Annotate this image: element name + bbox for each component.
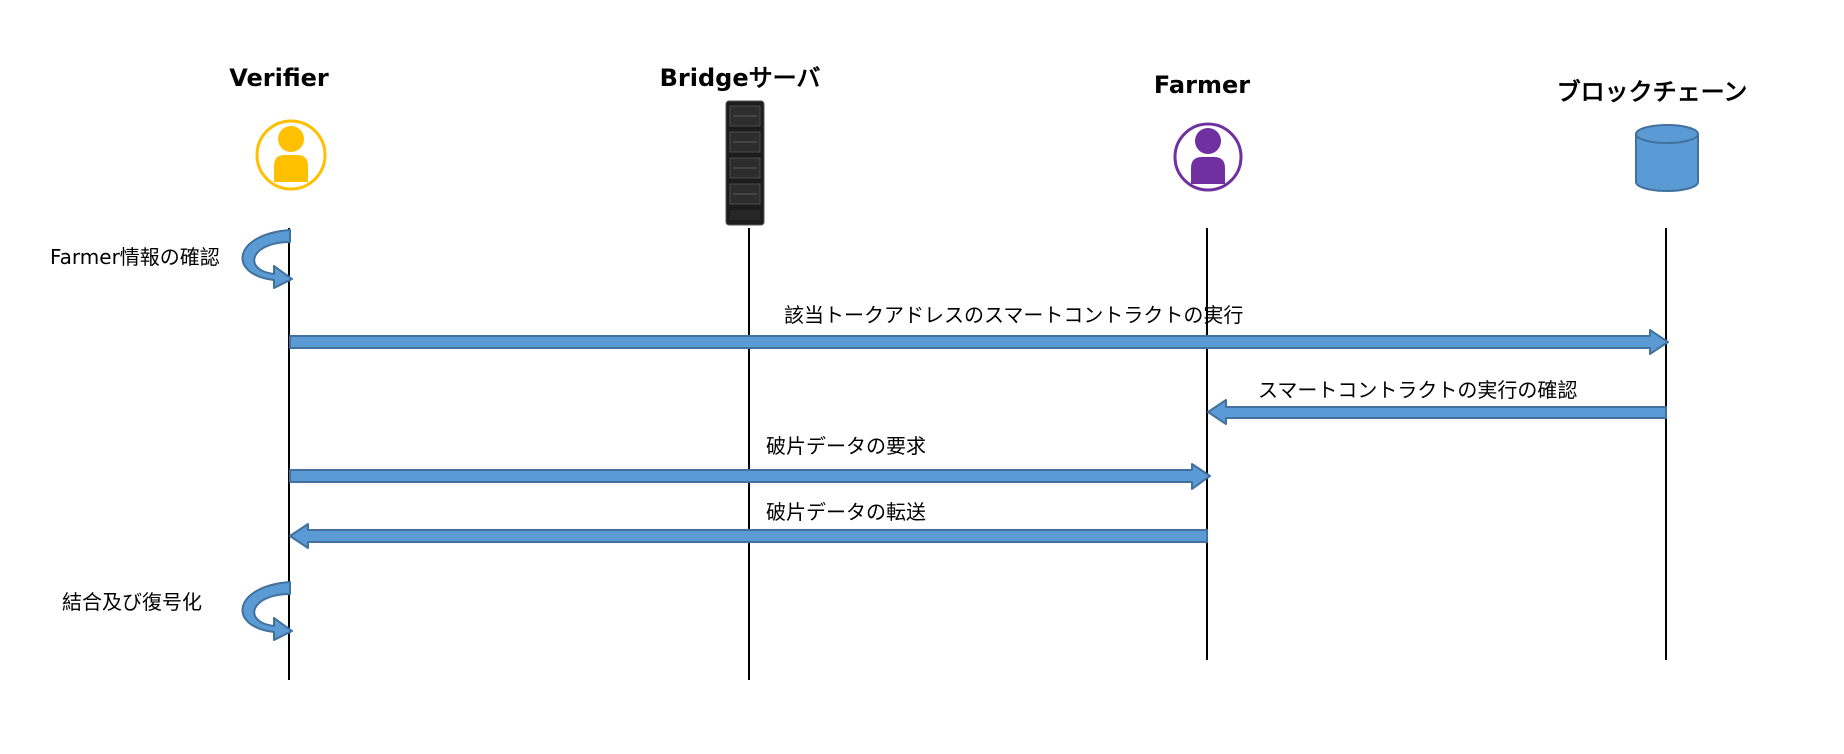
message-label-self-decrypt: 結合及び復号化 [62,590,202,614]
message-label-transfer-fragments: 破片データの転送 [766,500,926,524]
arrow-verifier-to-blockchain [289,329,1669,355]
actor-label-bridge: Bridgeサーバ [659,64,821,92]
actor-label-farmer: Farmer [1153,71,1251,99]
actor-label-blockchain: ブロックチェーン [1556,78,1748,106]
farmer-person-icon [1173,122,1243,192]
verifier-person-icon [255,119,327,191]
message-label-execute-contract: 該当トークアドレスのスマートコントラクトの実行 [784,303,1244,327]
arrow-verifier-to-farmer [289,463,1211,490]
self-call-arrow-decrypt [241,581,293,641]
arrow-blockchain-to-farmer [1207,399,1667,425]
server-icon [725,100,765,226]
actor-label-verifier: Verifier [229,64,329,92]
message-label-confirm-execution: スマートコントラクトの実行の確認 [1258,378,1578,402]
message-label-self-check: Farmer情報の確認 [50,245,220,269]
arrow-farmer-to-verifier [289,523,1208,549]
message-label-request-fragments: 破片データの要求 [766,434,926,458]
self-call-arrow-check [241,229,293,289]
database-cylinder-icon [1635,124,1699,192]
